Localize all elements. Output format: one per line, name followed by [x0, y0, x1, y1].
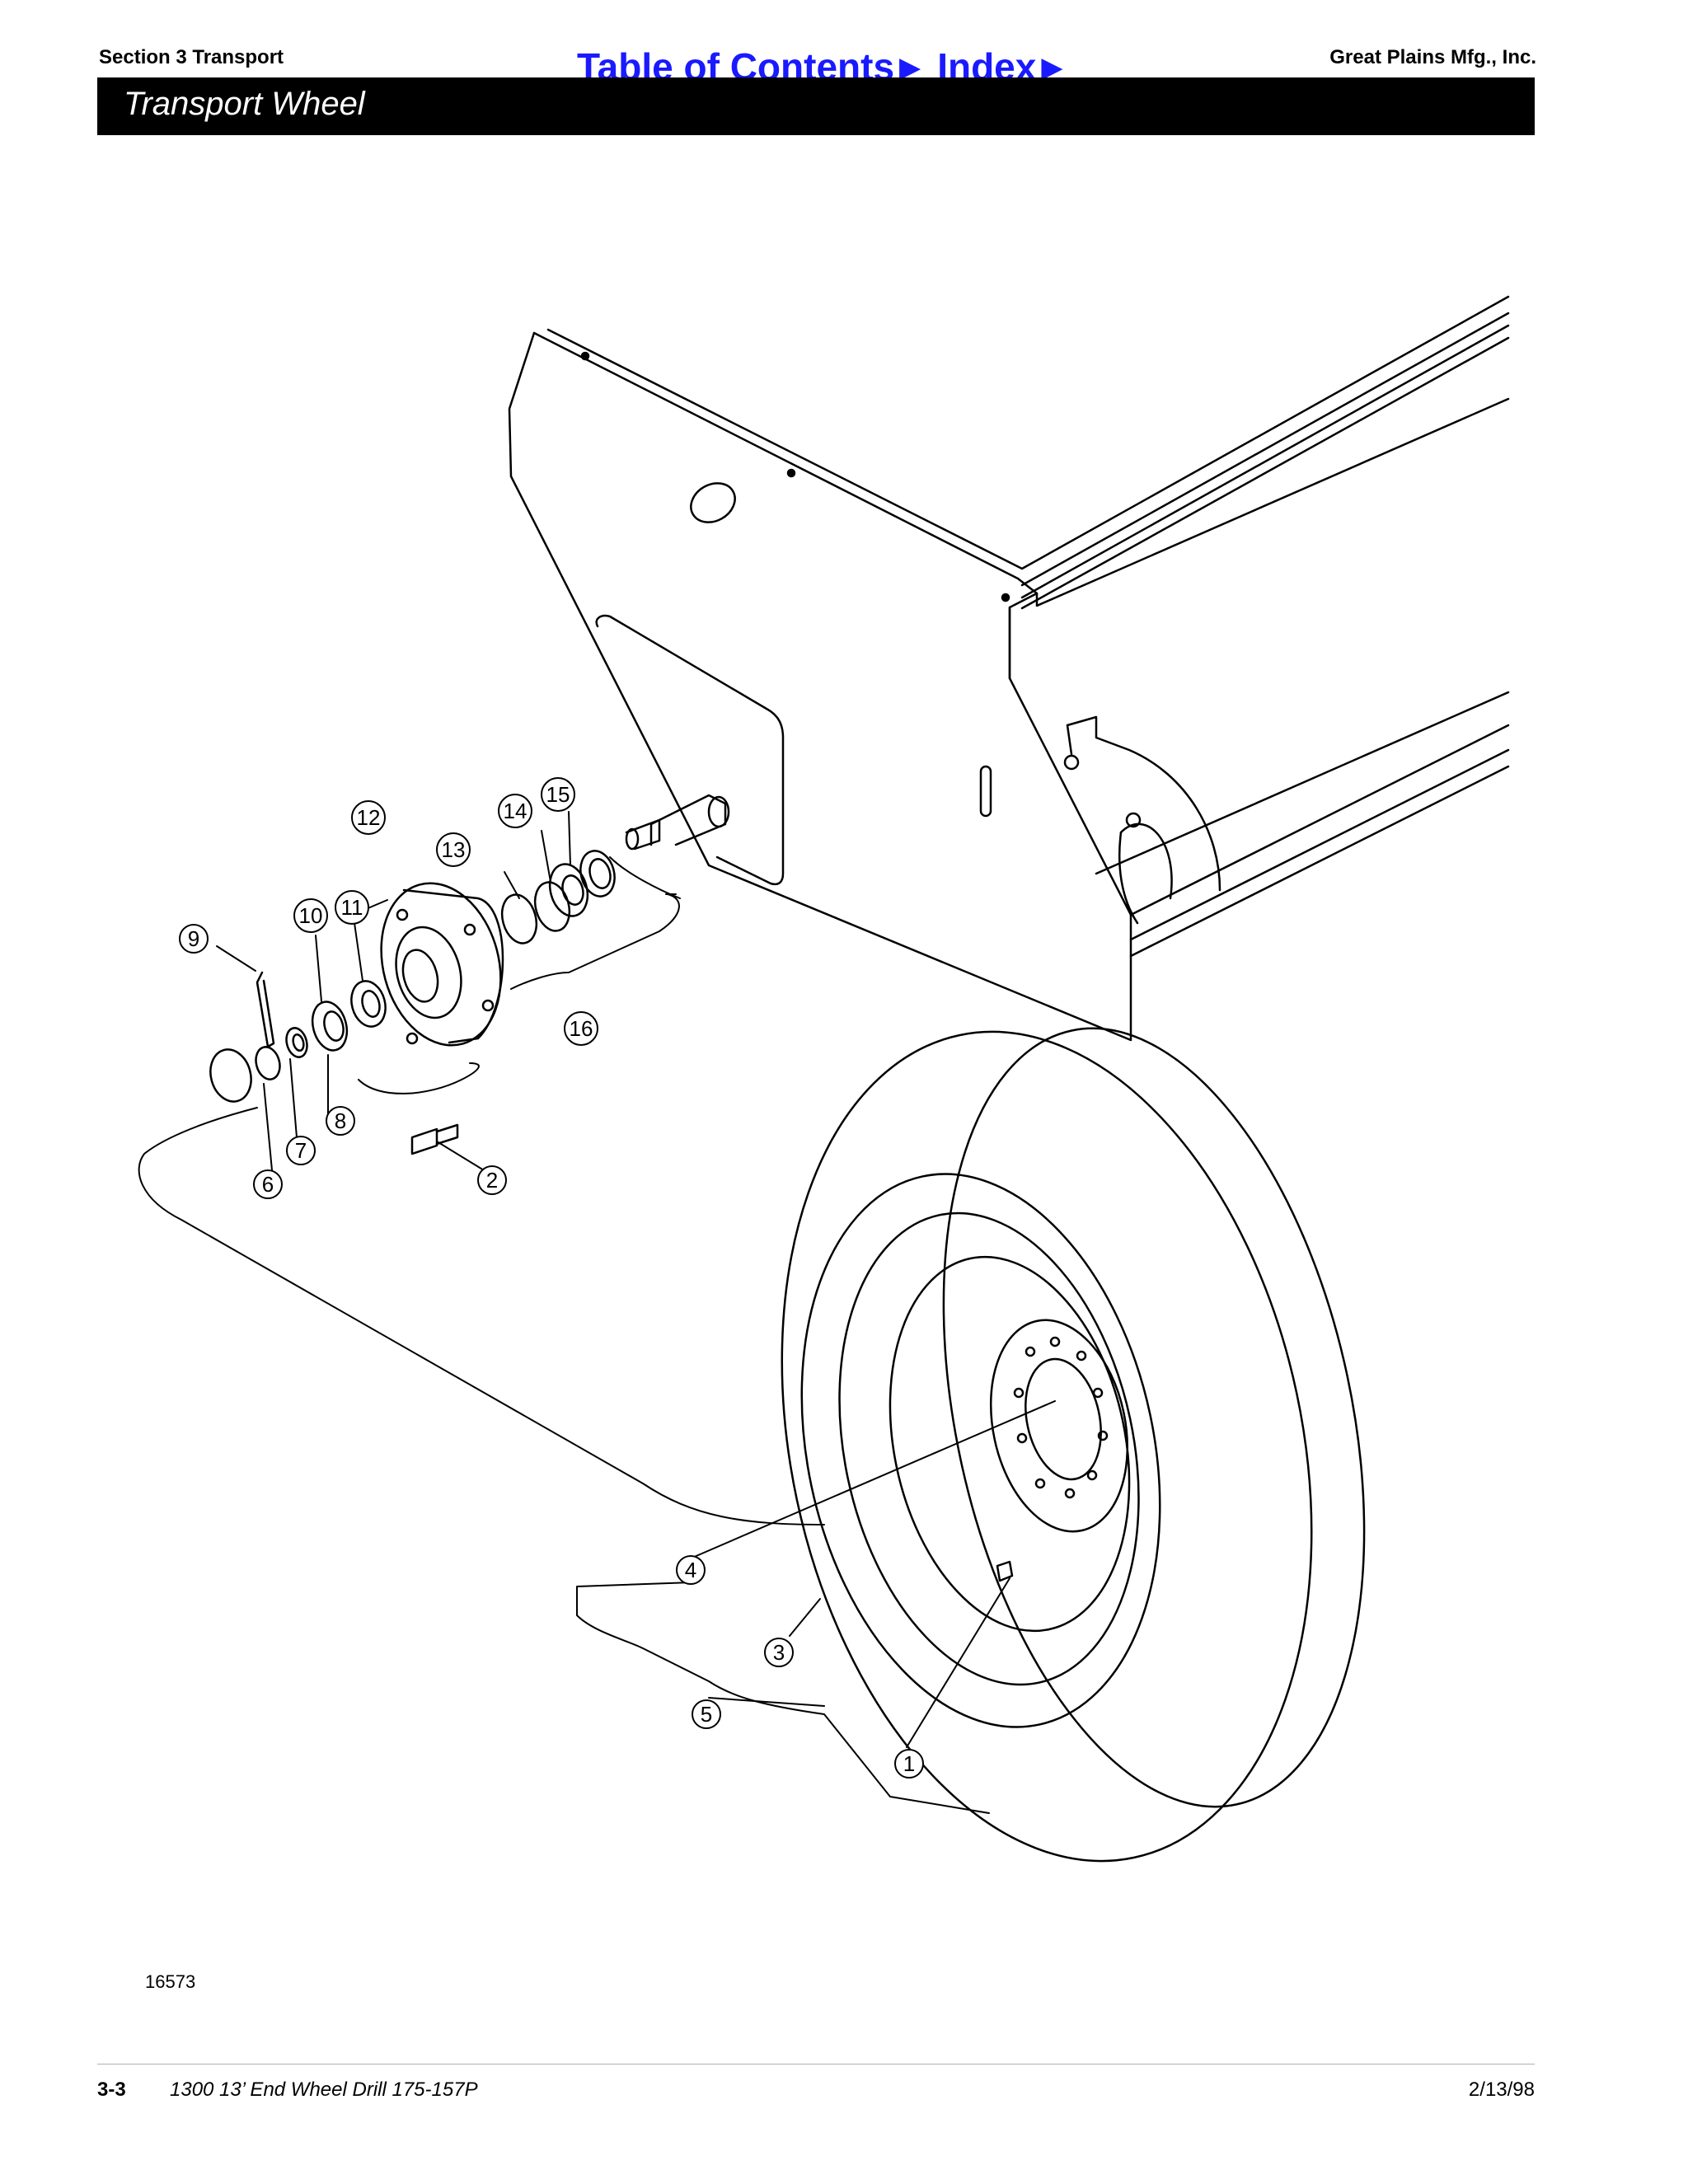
- revision-date: 2/13/98: [1468, 2079, 1535, 2101]
- svg-text:1: 1: [903, 1751, 915, 1776]
- frame-assembly: [508, 295, 1510, 1042]
- callout-2: 2: [477, 1165, 507, 1195]
- callout-9: 9: [179, 924, 209, 954]
- title-bar: Transport Wheel: [97, 77, 1535, 135]
- document-title: 1300 13’ End Wheel Drill 175-157P: [170, 2079, 478, 2101]
- svg-text:5: 5: [701, 1702, 712, 1727]
- svg-text:16: 16: [570, 1016, 593, 1041]
- callout-13: 13: [436, 832, 471, 867]
- wheel-and-tire: [781, 1027, 1366, 1863]
- svg-text:11: 11: [341, 895, 363, 920]
- svg-text:14: 14: [504, 799, 528, 823]
- svg-text:9: 9: [188, 926, 199, 951]
- company-name: Great Plains Mfg., Inc.: [1329, 46, 1536, 68]
- svg-text:7: 7: [295, 1138, 307, 1163]
- svg-text:2: 2: [486, 1168, 498, 1193]
- callout-6: 6: [253, 1169, 283, 1199]
- hub-assembly: [209, 850, 616, 1155]
- callout-12: 12: [351, 800, 386, 835]
- callout-7: 7: [286, 1136, 316, 1165]
- callout-8: 8: [326, 1106, 355, 1136]
- svg-text:13: 13: [442, 837, 466, 862]
- leader-lines: [138, 811, 1056, 1814]
- callout-4: 4: [676, 1555, 706, 1585]
- svg-text:15: 15: [546, 782, 570, 807]
- svg-text:12: 12: [357, 805, 381, 830]
- svg-text:3: 3: [773, 1640, 785, 1665]
- figure-number: 16573: [145, 1971, 196, 1992]
- callout-5: 5: [692, 1699, 721, 1729]
- svg-text:8: 8: [335, 1108, 346, 1133]
- callout-balloons: 1 2 3 4 5 6 7 8 9 10 11 12 13 14 15 16: [179, 777, 924, 1779]
- svg-text:4: 4: [685, 1558, 696, 1582]
- page-number: 3-3: [97, 2079, 126, 2101]
- spindle: [625, 794, 730, 851]
- callout-3: 3: [764, 1638, 794, 1667]
- page-title: Transport Wheel: [124, 86, 365, 122]
- svg-text:10: 10: [299, 903, 323, 928]
- callout-15: 15: [541, 777, 575, 812]
- callout-16: 16: [564, 1011, 598, 1046]
- callout-11: 11: [335, 890, 369, 925]
- svg-text:6: 6: [262, 1172, 274, 1197]
- callout-10: 10: [293, 898, 328, 933]
- section-label: Section 3 Transport: [99, 46, 284, 68]
- callout-14: 14: [498, 794, 532, 828]
- callout-1: 1: [894, 1749, 924, 1779]
